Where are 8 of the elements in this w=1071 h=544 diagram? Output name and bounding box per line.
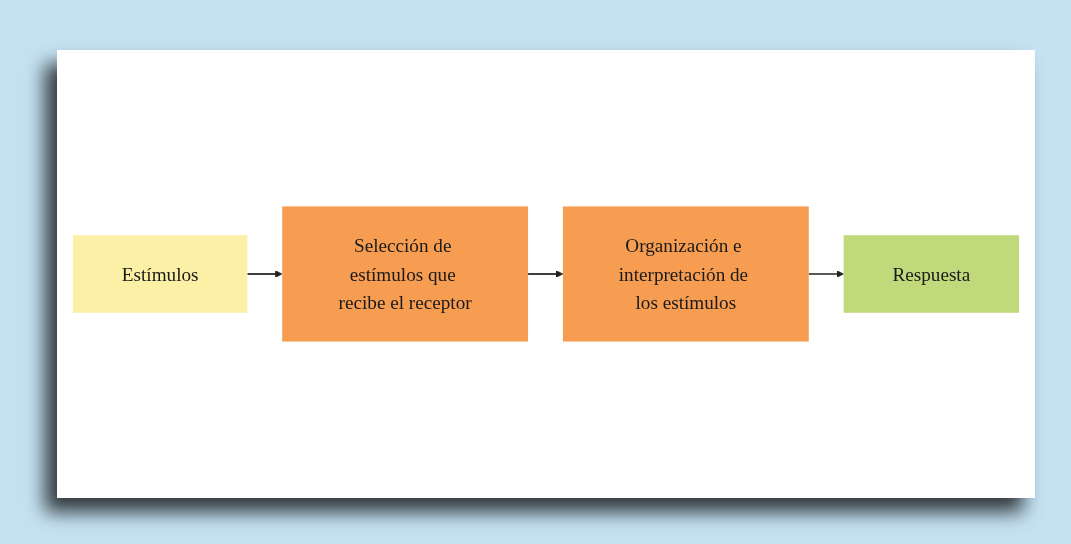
arrow	[807, 270, 844, 278]
card-background: Estímulos Selección de estímulos que recibe el receptor Organización e interpretación de los estímulos Respuesta	[57, 50, 1035, 498]
arrow	[246, 270, 283, 278]
node-box	[72, 235, 248, 313]
node-box	[562, 206, 809, 342]
arrow	[527, 270, 564, 278]
node-box	[843, 235, 1020, 313]
node-box	[282, 206, 529, 342]
